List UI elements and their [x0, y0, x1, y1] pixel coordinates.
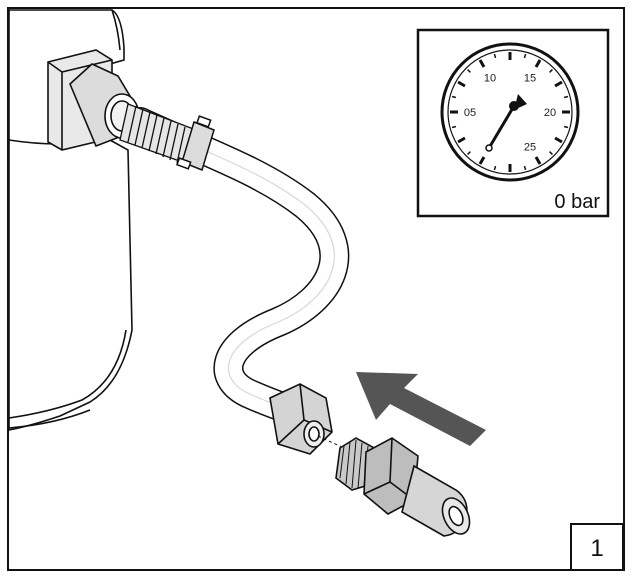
corrugated-hose-section: [119, 103, 197, 165]
gauge-major-tick: [534, 59, 542, 68]
gauge-scale-label: 05: [464, 107, 476, 119]
gauge-major-tick: [554, 80, 563, 88]
gauge-scale-label: 25: [524, 142, 536, 154]
gauge-minor-tick: [549, 69, 553, 73]
gauge-scale-label: 15: [524, 72, 536, 84]
gauge-scale-labels: 05 10 15 20 25: [464, 72, 556, 153]
gauge-major-tick: [478, 156, 486, 165]
gauge-major-tick: [534, 156, 542, 165]
gauge-minor-tick: [451, 95, 457, 99]
hose-crimp-ring: [176, 115, 215, 172]
gauge-minor-tick: [563, 95, 569, 99]
pressure-gauge-panel: 05 10 15 20 25 0 bar: [416, 28, 610, 218]
diagram-frame: [7, 7, 625, 571]
gauge-reading: 0 bar: [554, 191, 600, 213]
gauge-minor-tick: [523, 53, 527, 59]
gauge-minor-tick: [493, 165, 497, 171]
gauge-minor-tick: [467, 151, 471, 155]
gauge-major-tick: [457, 136, 466, 144]
gauge-scale-label: 20: [544, 107, 556, 119]
gauge-minor-tick: [563, 125, 569, 129]
gauge-minor-tick: [523, 165, 527, 171]
gauge-major-tick: [478, 59, 486, 68]
insertion-arrow: [356, 372, 486, 446]
alignment-line: [317, 435, 345, 449]
gauge-minor-tick: [549, 151, 553, 155]
gauge-major-tick: [457, 80, 466, 88]
gauge-ticks: [450, 52, 570, 172]
hose-union-nut: [269, 383, 333, 455]
step-number: 1: [590, 535, 603, 562]
gauge-minor-tick: [451, 125, 457, 129]
gauge-minor-tick: [493, 53, 497, 59]
step-number-box: 1: [570, 523, 624, 571]
gauge-scale-label: 10: [484, 72, 496, 84]
gauge-minor-tick: [467, 69, 471, 73]
gauge-major-tick: [554, 136, 563, 144]
adapter-fitting: [335, 437, 471, 537]
flexible-hose: [125, 107, 350, 427]
gauge-needle: [485, 94, 527, 152]
